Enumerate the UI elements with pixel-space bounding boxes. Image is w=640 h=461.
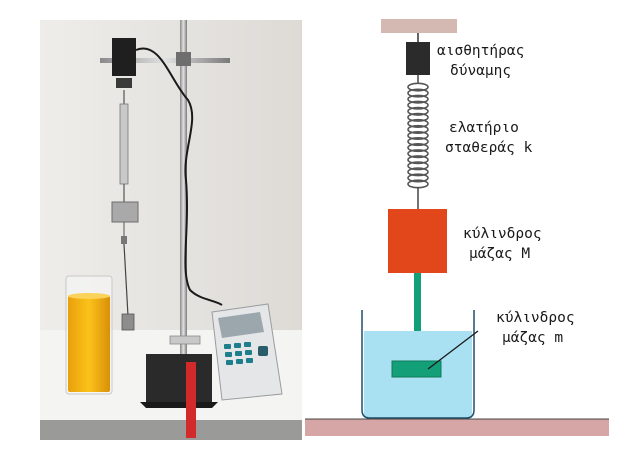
ceiling <box>381 19 457 33</box>
device-keys <box>224 342 253 365</box>
spring-coil <box>407 130 429 141</box>
spring-coil <box>407 94 429 104</box>
photo-base-plate <box>146 354 212 402</box>
photo-liquid <box>68 296 110 392</box>
photo-cylinder-M <box>111 201 139 223</box>
cylinder-M <box>388 209 447 273</box>
spring-label-1: ελατήριο <box>449 120 519 136</box>
photo-glass <box>65 275 113 395</box>
spring-coil <box>407 137 429 147</box>
spring-coil <box>407 149 429 159</box>
photo-spring <box>119 90 129 202</box>
spring-coil <box>407 82 429 92</box>
force-sensor-box <box>406 42 430 75</box>
spring-coil <box>407 124 429 134</box>
beaker <box>361 310 475 419</box>
floor <box>305 419 609 436</box>
lab-photo <box>40 20 302 440</box>
photo-force-sensor <box>112 38 136 76</box>
spring-coil <box>407 106 429 116</box>
sensor-cable <box>135 47 223 306</box>
spring-coil <box>407 88 429 98</box>
spring-coil <box>407 118 429 128</box>
cylinder-M-label-1: κύλινδρος <box>463 226 542 242</box>
photo-red-clamp <box>186 362 196 438</box>
pointer-line <box>427 330 479 370</box>
photo-thread <box>123 243 129 317</box>
device-screen <box>218 312 264 338</box>
cylinder-m-label-2: μάζας m <box>502 330 563 346</box>
sensor-label-2: δύναμης <box>450 63 511 79</box>
cylinder-m-label-1: κύλινδρος <box>496 310 575 326</box>
photo-table-edge <box>40 420 302 440</box>
cylinder-M-label-2: μάζας Μ <box>469 246 530 262</box>
spring-coil <box>407 167 429 177</box>
stand-crossbar <box>100 58 230 63</box>
schematic: αισθητήρας δύναμης ελατήριο σταθεράς k κ… <box>305 19 609 436</box>
spring-coil <box>407 173 429 183</box>
cylinder-m <box>391 360 442 378</box>
spring-label-2: σταθεράς k <box>445 140 533 156</box>
photo-data-logger <box>211 303 283 401</box>
spring-coil <box>407 143 429 153</box>
connecting-rod <box>414 273 421 361</box>
stand-rod <box>180 20 187 400</box>
spring-coil <box>407 112 429 122</box>
spring-coil <box>407 161 429 171</box>
photo-cylinder-m <box>121 313 135 331</box>
stand-clamp <box>176 52 191 66</box>
spring-coil <box>407 82 429 189</box>
sensor-label-1: αισθητήρας <box>437 43 524 59</box>
spring-coil <box>407 155 429 165</box>
spring-coil <box>407 100 429 110</box>
